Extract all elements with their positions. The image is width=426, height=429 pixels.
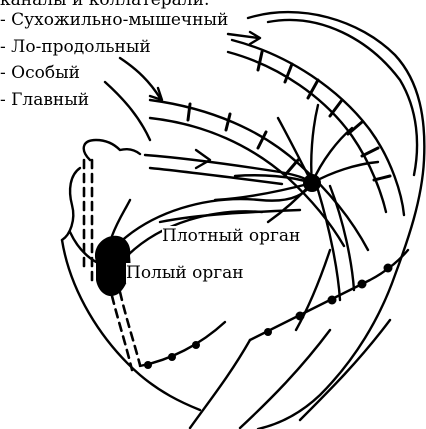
special-channel-arrow [120, 58, 160, 98]
main-channel-arrowhead [196, 150, 210, 168]
bottom-line-left [140, 322, 225, 366]
left-loop [84, 140, 140, 160]
hollow-organ-upper-line [112, 200, 130, 236]
lower-curve-b [300, 320, 390, 420]
lower-curve [190, 340, 250, 428]
legend-item-tendino-muscular: - Сухожильно-мышечный [0, 10, 228, 30]
outer-contour [248, 12, 424, 429]
main-channel-arrow [105, 82, 150, 140]
bottom-left-nodes [144, 341, 200, 369]
dense-organ-trunk-b [330, 186, 354, 290]
legend-item-lo-longitudinal: - Ло-продольный [0, 37, 151, 57]
outer-contour-inner [268, 20, 417, 175]
left-loop-bottom [62, 168, 80, 240]
dense-organ-label: Плотный орган [162, 226, 300, 246]
lower-curve-c [240, 330, 330, 428]
legend-item-main: - Главный [0, 90, 89, 110]
legend-item-special: - Особый [0, 63, 80, 83]
header-caption: каналы и коллатерали: [0, 0, 210, 10]
hollow-organ-label: Полый орган [126, 263, 244, 283]
